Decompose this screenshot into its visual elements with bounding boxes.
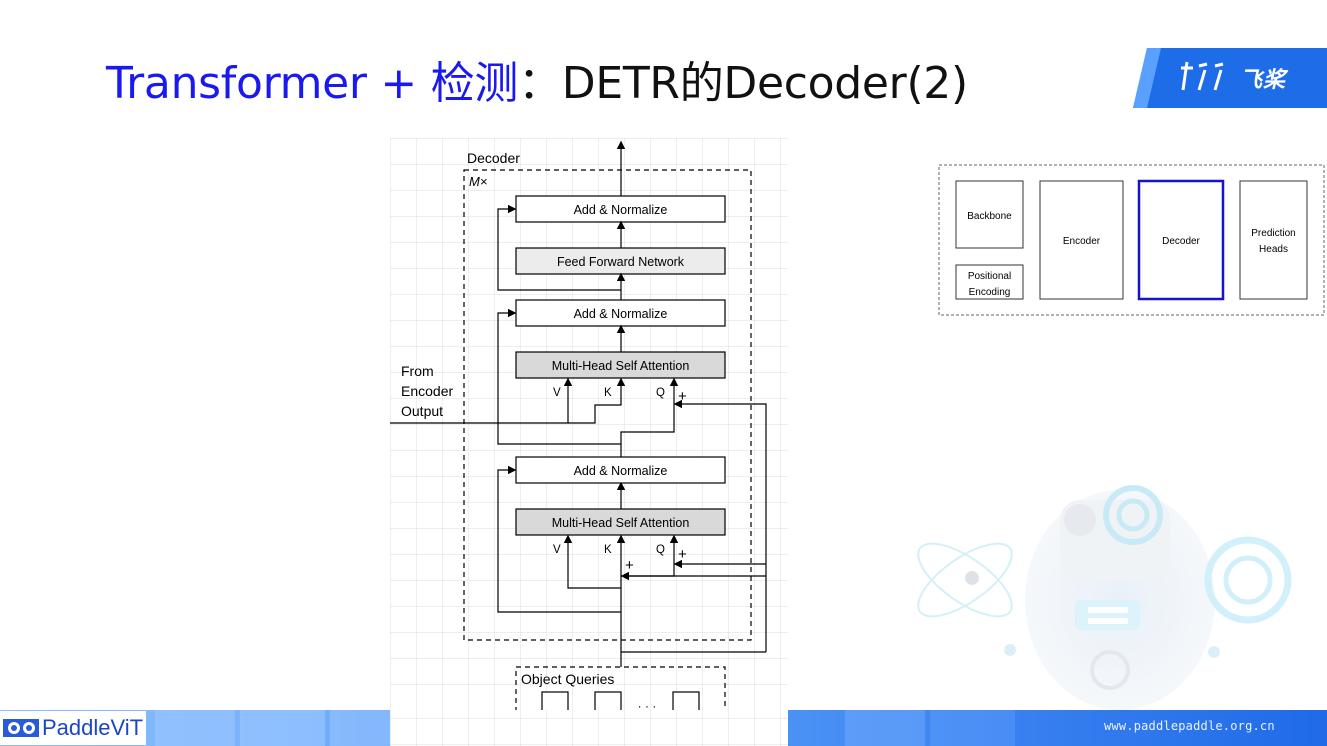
object-queries-label: Object Queries: [521, 671, 614, 687]
positional-encoding-box: [955, 264, 1024, 300]
grid-background: [390, 138, 788, 746]
plus-label-k1: +: [625, 557, 634, 574]
k-label-1: K: [604, 544, 612, 556]
mhsa-box-2: [515, 351, 726, 379]
paddlevit-logo-icon: [3, 719, 39, 737]
decoder-label: Decoder: [467, 150, 520, 166]
logo-text: 飞桨: [1240, 68, 1287, 93]
plus-label-q1: +: [678, 546, 687, 563]
prediction-heads-label-1: Prediction: [1251, 228, 1295, 239]
paddlevit-brand-name: PaddleViT: [42, 715, 144, 740]
from-encoder-line-1: From: [401, 363, 434, 379]
v-label-2: V: [553, 387, 561, 399]
mhsa-box-1: [515, 508, 726, 536]
prediction-heads-label-2: Heads: [1259, 244, 1288, 255]
add-normalize-label-1: Add & Normalize: [574, 464, 668, 478]
k-label-2: K: [604, 387, 612, 399]
positional-encoding-label-2: Encoding: [969, 287, 1011, 298]
mhsa-label-2: Multi-Head Self Attention: [552, 359, 690, 373]
ffn-box: [515, 247, 726, 275]
query-ellipsis: · · ·: [638, 699, 657, 713]
positional-encoding-label-1: Positional: [968, 271, 1011, 282]
backbone-box: [955, 180, 1024, 249]
v-label-1: V: [553, 544, 561, 556]
footer-url[interactable]: www.paddlepaddle.org.cn: [1104, 719, 1275, 733]
title-part-1: Transformer + 检测: [106, 58, 519, 109]
mhsa-label-1: Multi-Head Self Attention: [552, 516, 690, 530]
q-label-2: Q: [656, 387, 665, 399]
from-encoder-line-3: Output: [401, 403, 443, 419]
decoder-box-highlighted: [1137, 179, 1225, 301]
plus-label-q2: +: [678, 388, 687, 405]
footer-grid-overlay: [390, 710, 788, 746]
q-label-1: Q: [656, 544, 665, 556]
paddle-logo-icon: [1181, 61, 1224, 91]
robot-illustration: [917, 485, 1292, 710]
add-normalize-label-2: Add & Normalize: [574, 307, 668, 321]
ffn-label: Feed Forward Network: [557, 255, 685, 269]
slide-title: Transformer + 检测：DETR的Decoder(2): [106, 52, 968, 116]
title-part-2: ：DETR的Decoder(2): [518, 58, 968, 109]
backbone-label: Backbone: [967, 211, 1012, 222]
encoder-label: Encoder: [1063, 236, 1101, 247]
encoder-box: [1039, 180, 1124, 300]
from-encoder-line-2: Encoder: [401, 383, 453, 399]
decoder-label-pipeline: Decoder: [1162, 236, 1200, 247]
prediction-heads-box: [1239, 180, 1308, 300]
add-normalize-box-1: [515, 456, 726, 484]
add-normalize-label-3: Add & Normalize: [574, 203, 668, 217]
decoder-frame: [463, 169, 752, 641]
paddlevit-brand: PaddleViT: [0, 711, 147, 745]
paddle-logo-badge: [1133, 48, 1327, 108]
repeat-label: M×: [469, 174, 487, 189]
